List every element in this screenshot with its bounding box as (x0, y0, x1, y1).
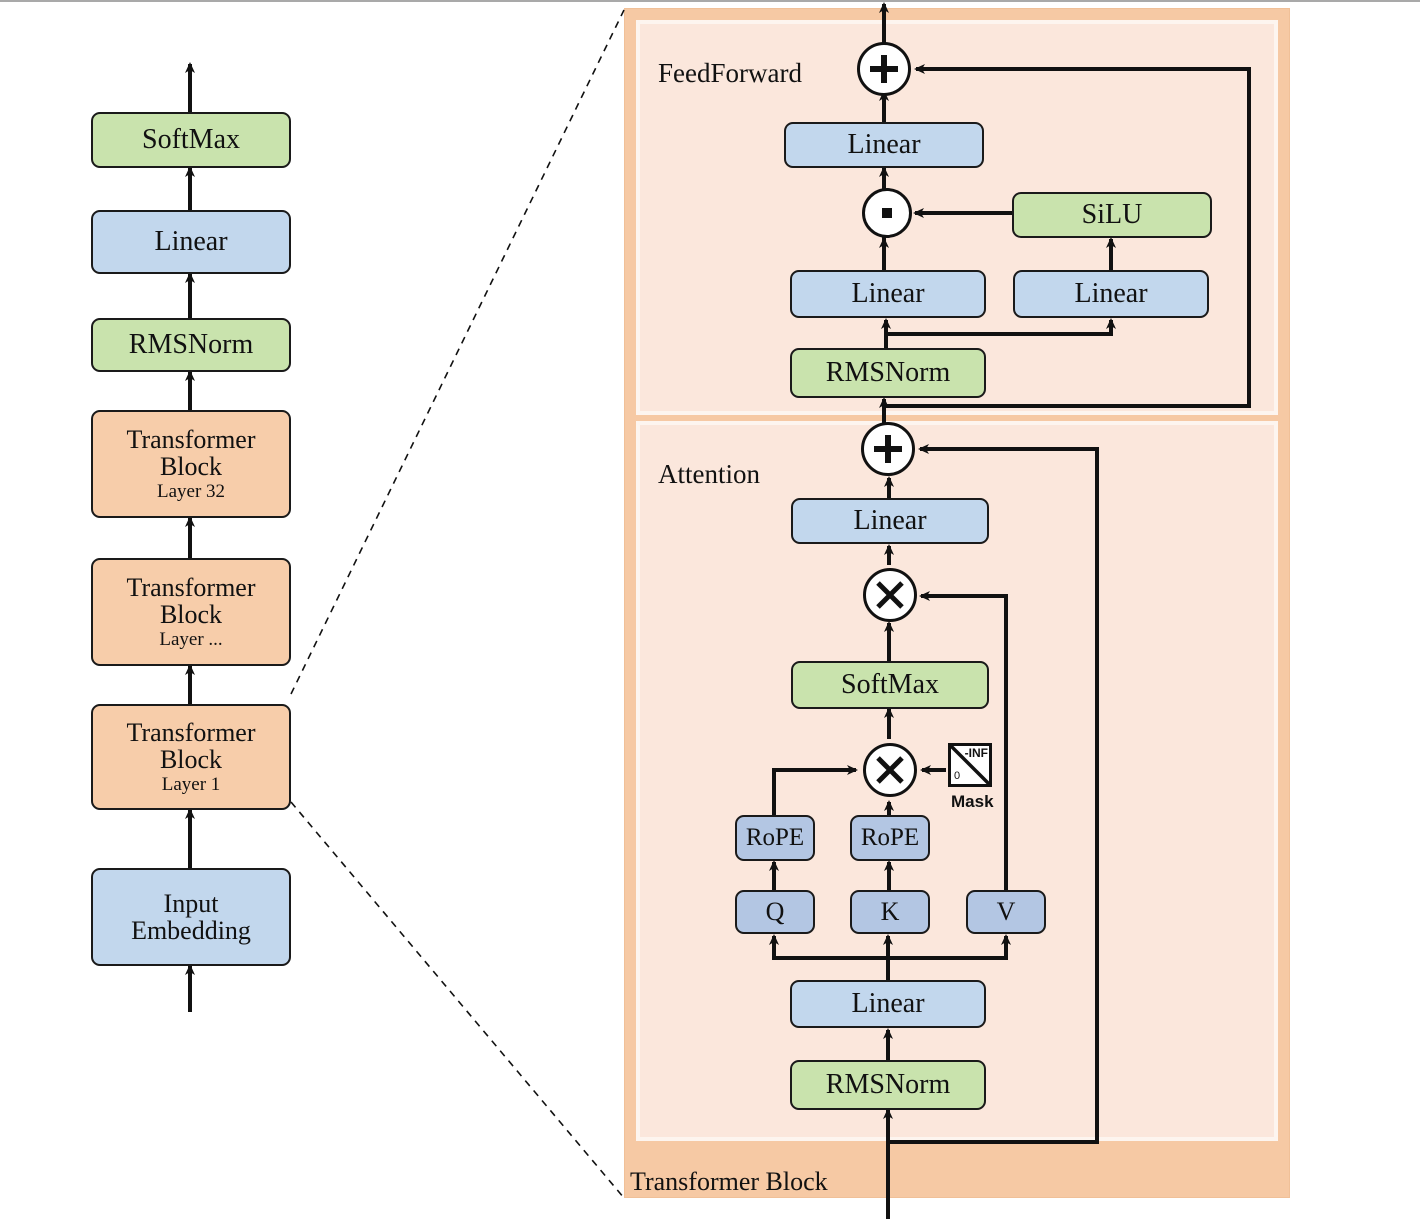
attention-section-label: Attention (658, 459, 760, 489)
attention-key[interactable]: K (850, 890, 930, 934)
node-label: K (880, 897, 900, 927)
left-node-linear[interactable]: Linear (91, 210, 291, 274)
node-label: SoftMax (841, 669, 939, 701)
attention-mask-icon[interactable]: 0 -INF Mask (948, 743, 994, 811)
plus-icon (870, 55, 898, 83)
node-label: Linear (1074, 278, 1148, 310)
feedforward-up-linear[interactable]: Linear (1013, 270, 1209, 318)
feedforward-elementwise-multiply-op[interactable] (862, 188, 912, 238)
attention-rmsnorm[interactable]: RMSNorm (790, 1060, 986, 1110)
left-node-transformer-block-mid[interactable]: Transformer Block Layer ... (91, 558, 291, 666)
left-node-transformer-block-32[interactable]: Transformer Block Layer 32 (91, 410, 291, 518)
attention-value[interactable]: V (966, 890, 1046, 934)
node-label: RMSNorm (825, 357, 951, 389)
left-node-softmax[interactable]: SoftMax (91, 112, 291, 168)
attention-query[interactable]: Q (735, 890, 815, 934)
mask-low-value: 0 (954, 770, 961, 782)
mask-high-value: -INF (964, 746, 988, 760)
node-label: Linear (851, 278, 925, 310)
left-node-label: Transformer Block (126, 572, 256, 630)
left-node-label: SoftMax (142, 124, 240, 156)
left-node-label: Transformer Block (126, 717, 256, 775)
attention-softmax[interactable]: SoftMax (791, 661, 989, 709)
zoom-guide-top (290, 9, 625, 695)
feedforward-output-linear[interactable]: Linear (784, 122, 984, 168)
node-label: Linear (853, 505, 927, 537)
attention-value-matmul-op[interactable] (863, 568, 917, 622)
multiply-icon (876, 581, 904, 609)
feedforward-rmsnorm[interactable]: RMSNorm (790, 348, 986, 398)
left-node-transformer-block-1[interactable]: Transformer Block Layer 1 (91, 704, 291, 810)
attention-rope-key[interactable]: RoPE (850, 815, 930, 861)
attention-score-matmul-op[interactable] (863, 743, 917, 797)
node-label: SiLU (1081, 199, 1143, 231)
left-node-label: Input Embedding (131, 888, 251, 945)
attention-add-op[interactable] (861, 422, 915, 476)
feedforward-section-label: FeedForward (658, 58, 802, 88)
left-node-input-embedding[interactable]: Input Embedding (91, 868, 291, 966)
node-label: Linear (851, 988, 925, 1020)
left-node-label: Transformer Block (126, 424, 256, 482)
node-label: RoPE (745, 823, 805, 851)
mask-diagonal-icon (951, 746, 989, 784)
zoom-guide-bottom (290, 801, 625, 1199)
left-node-rmsnorm[interactable]: RMSNorm (91, 318, 291, 372)
node-label: Linear (847, 129, 921, 161)
dot-product-icon (882, 208, 892, 218)
left-node-sublabel: Layer 32 (156, 481, 226, 503)
left-node-label: RMSNorm (128, 329, 254, 361)
feedforward-add-op[interactable] (857, 42, 911, 96)
attention-qkv-linear[interactable]: Linear (790, 980, 986, 1028)
node-label: Q (765, 897, 785, 927)
left-node-label: Linear (154, 226, 228, 258)
multiply-icon (876, 756, 904, 784)
node-label: RMSNorm (825, 1069, 951, 1101)
transformer-block-caption: Transformer Block (630, 1167, 828, 1196)
node-label: V (996, 897, 1016, 927)
attention-rope-query[interactable]: RoPE (735, 815, 815, 861)
attention-output-linear[interactable]: Linear (791, 498, 989, 544)
left-node-sublabel: Layer 1 (161, 774, 221, 796)
plus-icon (874, 435, 902, 463)
left-node-sublabel: Layer ... (159, 629, 223, 651)
feedforward-gate-linear[interactable]: Linear (790, 270, 986, 318)
mask-label: Mask (951, 792, 994, 811)
feedforward-silu[interactable]: SiLU (1012, 192, 1212, 238)
node-label: RoPE (860, 823, 920, 851)
